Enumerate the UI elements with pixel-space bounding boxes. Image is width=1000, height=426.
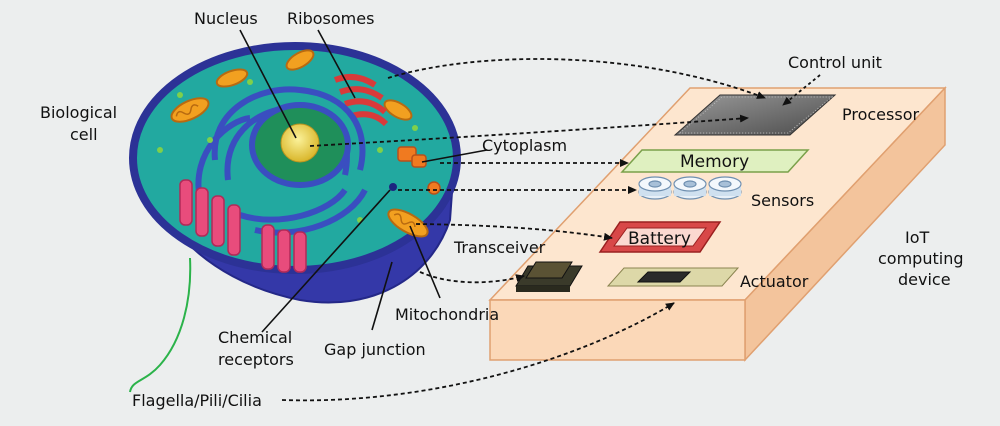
arrow-mito-battery [415, 223, 613, 241]
arrow-gap-transceiver [419, 271, 525, 284]
arrow-nucleus-processor [309, 114, 749, 147]
cell-labels: Biological cell Nucleus Ribosomes Cytopl… [40, 9, 567, 410]
device-front-face [489, 299, 746, 361]
label-sensors: Sensors [751, 191, 814, 210]
label-iot-2: computing [878, 249, 963, 268]
mitochondrion-4 [383, 99, 413, 121]
mitochondrion-5 [387, 208, 429, 238]
label-mitochondria: Mitochondria [395, 305, 499, 324]
arrow-control-processor [782, 74, 821, 106]
nucleolus [280, 123, 320, 163]
label-memory: Memory [680, 152, 749, 172]
actuator-module [606, 267, 740, 287]
mitochondrion-3 [285, 49, 315, 71]
label-biological-cell-1: Biological [40, 103, 117, 122]
label-iot-1: IoT [905, 228, 930, 247]
ribosome-dots [157, 79, 418, 223]
sensor-array [638, 176, 742, 200]
flagellum [129, 257, 192, 393]
label-ribosomes: Ribosomes [287, 9, 374, 28]
label-chemical-receptors-2: receptors [218, 350, 294, 369]
memory-module [620, 149, 810, 173]
battery-module [598, 221, 722, 253]
mapping-arrows [281, 58, 821, 402]
pointer-lines [239, 29, 488, 333]
label-control-unit: Control unit [788, 53, 882, 72]
golgi-apparatus [333, 73, 389, 127]
label-iot-3: device [898, 270, 951, 289]
golgi-stacks [179, 179, 307, 273]
label-battery: Battery [628, 229, 691, 249]
transceiver-module [515, 261, 583, 292]
processor-chip [673, 94, 837, 136]
label-flagella: Flagella/Pili/Cilia [132, 391, 262, 410]
vesicle-cluster [397, 146, 441, 195]
label-cytoplasm: Cytoplasm [482, 136, 567, 155]
label-chemical-receptors-1: Chemical [218, 328, 292, 347]
label-biological-cell-2: cell [70, 125, 98, 144]
label-transceiver: Transceiver [453, 238, 546, 257]
device-labels: Control unit Processor Memory Sensors Ba… [453, 53, 963, 291]
mitochondrion-1 [170, 97, 210, 123]
iot-device [488, 86, 947, 362]
chemical-receptor-marker [389, 183, 397, 191]
label-processor: Processor [842, 105, 919, 124]
mitochondrion-2 [215, 68, 249, 88]
arrow-flagella-actuator [281, 302, 675, 402]
label-nucleus: Nucleus [194, 9, 258, 28]
arrow-ribosomes-control [387, 58, 766, 99]
label-actuator: Actuator [740, 272, 809, 291]
biological-cell [129, 42, 461, 304]
label-gap-junction: Gap junction [324, 340, 426, 359]
